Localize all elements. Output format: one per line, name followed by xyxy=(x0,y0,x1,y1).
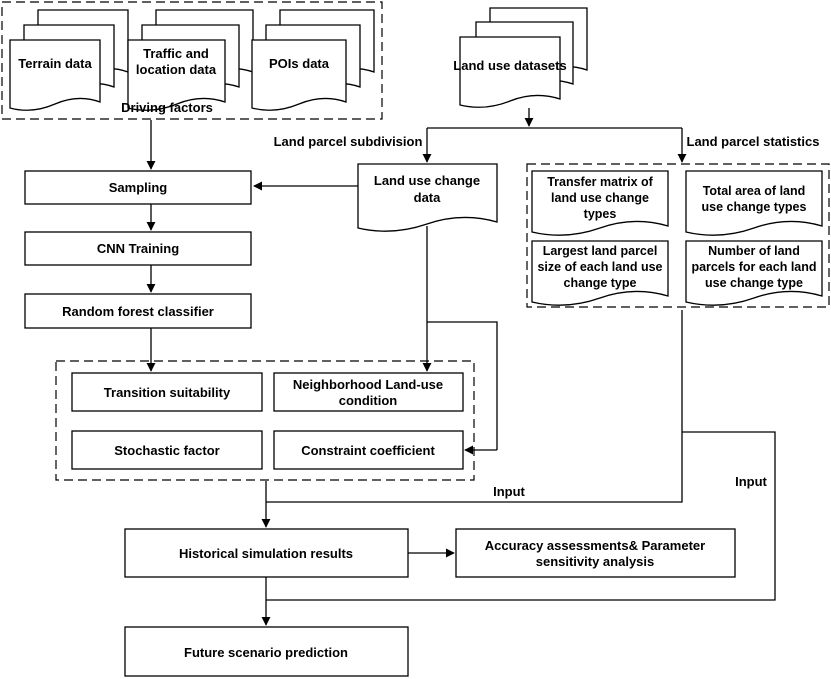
number-parcels-line3: use change type xyxy=(705,276,803,290)
land-parcel-subdivision-label: Land parcel subdivision xyxy=(274,134,423,149)
future-prediction-label: Future scenario prediction xyxy=(184,645,348,660)
historical-results-label: Historical simulation results xyxy=(179,546,353,561)
stochastic-factor-box: Stochastic factor xyxy=(71,430,263,470)
total-area-document: Total area of land use change types xyxy=(685,170,823,236)
statistics-dashed-border xyxy=(526,163,830,308)
accuracy-line1: Accuracy assessments& Parameter xyxy=(485,538,705,553)
terrain-data-document: Terrain data xyxy=(9,9,129,111)
land-use-change-line2: data xyxy=(414,190,442,205)
factors-group: Transition suitability Neighborhood Land… xyxy=(55,360,475,481)
number-parcels-document: Number of land parcels for each land use… xyxy=(685,240,823,306)
input-label-left: Input xyxy=(493,484,525,499)
connector-right-input xyxy=(266,431,776,601)
traffic-label-line2: location data xyxy=(136,62,217,77)
traffic-label-line1: Traffic and xyxy=(143,46,209,61)
largest-parcel-document: Largest land parcel size of each land us… xyxy=(531,240,669,306)
driving-factors-label: Driving factors xyxy=(121,100,213,115)
driving-factors-group: Terrain data Traffic and location data P… xyxy=(1,1,383,120)
historical-results-box: Historical simulation results xyxy=(124,528,409,578)
connector-statistics-input xyxy=(266,310,683,503)
driving-factors-dashed-border xyxy=(1,1,383,120)
largest-parcel-line2: size of each land use xyxy=(537,260,662,274)
land-parcel-statistics-group: Transfer matrix of land use change types… xyxy=(526,163,830,308)
cnn-training-box: CNN Training xyxy=(24,231,252,266)
number-parcels-line1: Number of land xyxy=(708,244,800,258)
accuracy-box: Accuracy assessments& Parameter sensitiv… xyxy=(455,528,736,578)
number-parcels-line2: parcels for each land xyxy=(691,260,816,274)
land-use-datasets-label: Land use datasets xyxy=(453,58,566,73)
land-use-datasets-document: Land use datasets xyxy=(453,7,588,108)
transition-suitability-box: Transition suitability xyxy=(71,372,263,412)
input-label-right: Input xyxy=(735,474,767,489)
factors-dashed-border xyxy=(55,360,475,481)
total-area-line1: Total area of land xyxy=(703,184,806,198)
pois-data-label: POIs data xyxy=(269,56,330,71)
land-use-change-line1: Land use change xyxy=(374,173,480,188)
transfer-matrix-line2: land use change xyxy=(551,191,649,205)
transfer-matrix-line1: Transfer matrix of xyxy=(547,175,653,189)
cnn-training-label: CNN Training xyxy=(97,241,179,256)
sampling-label: Sampling xyxy=(109,180,168,195)
transfer-matrix-document: Transfer matrix of land use change types xyxy=(531,170,669,236)
largest-parcel-line1: Largest land parcel xyxy=(543,244,658,258)
terrain-data-label: Terrain data xyxy=(18,56,92,71)
constraint-coefficient-label: Constraint coefficient xyxy=(301,443,435,458)
neighborhood-line2: condition xyxy=(339,393,398,408)
transfer-matrix-line3: types xyxy=(584,207,617,221)
total-area-line2: use change types xyxy=(702,200,807,214)
random-forest-label: Random forest classifier xyxy=(62,304,214,319)
traffic-location-document: Traffic and location data xyxy=(127,9,254,111)
future-prediction-box: Future scenario prediction xyxy=(124,626,409,677)
stochastic-factor-label: Stochastic factor xyxy=(114,443,219,458)
neighborhood-box: Neighborhood Land-use condition xyxy=(273,372,464,412)
connector-change-to-constraint xyxy=(427,321,498,450)
random-forest-box: Random forest classifier xyxy=(24,293,252,329)
constraint-coefficient-box: Constraint coefficient xyxy=(273,430,464,470)
largest-parcel-line3: change type xyxy=(564,276,637,290)
land-parcel-statistics-label: Land parcel statistics xyxy=(687,134,820,149)
land-use-change-data-document: Land use change data xyxy=(357,163,498,232)
sampling-box: Sampling xyxy=(24,170,252,205)
neighborhood-line1: Neighborhood Land-use xyxy=(293,377,443,392)
transition-suitability-label: Transition suitability xyxy=(104,385,231,400)
accuracy-line2: sensitivity analysis xyxy=(536,554,655,569)
pois-data-document: POIs data xyxy=(251,9,375,111)
